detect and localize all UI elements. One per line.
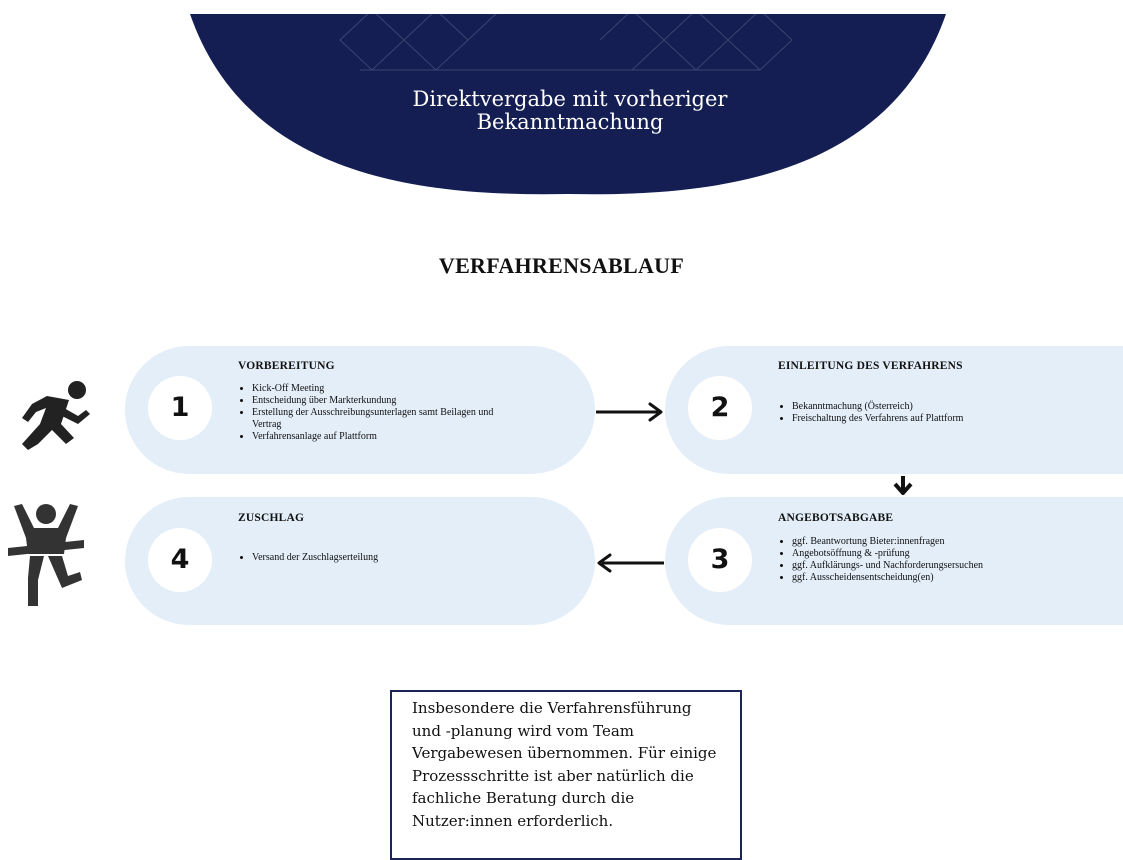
step-1-title: VORBEREITUNG — [238, 360, 335, 372]
info-line: Prozessschritte ist aber natürlich die — [412, 766, 694, 785]
list-item: ggf. Aufklärungs- und Nachforderungsersu… — [792, 560, 1112, 572]
list-item: Bekanntmachung (Österreich) — [792, 401, 1112, 413]
step-1-list: Kick-Off Meeting Entscheidung über Markt… — [238, 383, 522, 443]
list-item: Verfahrensanlage auf Plattform — [252, 431, 522, 443]
info-line: Vergabewesen übernommen. Für einige — [412, 744, 717, 763]
running-person-icon — [22, 381, 90, 450]
step-4-title: ZUSCHLAG — [238, 512, 305, 524]
list-item: ggf. Ausscheidensentscheidung(en) — [792, 572, 1112, 584]
step-3-title: ANGEBOTSABGABE — [778, 512, 894, 524]
info-line: Insbesondere die Verfahrensführung — [412, 699, 692, 717]
info-line: und -planung wird vom Team — [412, 721, 635, 740]
list-item: Entscheidung über Markterkundung — [252, 395, 522, 407]
list-item: Erstellung der Ausschreibungsunterlagen … — [252, 407, 522, 431]
list-item: Angebotsöffnung & -prüfung — [792, 548, 1112, 560]
info-line: fachliche Beratung durch die — [412, 789, 635, 808]
info-box: Insbesondere die Verfahrensführung und -… — [390, 690, 742, 860]
list-item: Freischaltung des Verfahrens auf Plattfo… — [792, 413, 1112, 425]
step-2-number: 2 — [688, 376, 752, 440]
step-3-number: 3 — [688, 528, 752, 592]
step-2-list: Bekanntmachung (Österreich) Freischaltun… — [778, 401, 1112, 425]
arrow-down-icon — [893, 476, 913, 495]
info-line: Nutzer:innen erforderlich. — [412, 811, 614, 830]
finish-line-person-icon — [8, 504, 84, 606]
header-title-line2: Bekanntmachung — [476, 110, 664, 134]
list-item: Versand der Zuschlagserteilung — [252, 552, 522, 564]
header-title: Direktvergabe mit vorheriger Bekanntmach… — [370, 88, 770, 134]
step-1-number: 1 — [148, 376, 212, 440]
arrow-left-icon — [597, 553, 664, 573]
step-3-list: ggf. Beantwortung Bieter:innenfragen Ang… — [778, 536, 1112, 584]
header-banner — [190, 14, 946, 195]
header-title-line1: Direktvergabe mit vorheriger — [412, 87, 728, 111]
step-4-number: 4 — [148, 528, 212, 592]
section-title: VERFAHRENSABLAUF — [438, 253, 685, 278]
list-item: ggf. Beantwortung Bieter:innenfragen — [792, 536, 1112, 548]
step-2-title: EINLEITUNG DES VERFAHRENS — [778, 360, 963, 372]
arrow-right-icon — [596, 402, 663, 422]
step-4-list: Versand der Zuschlagserteilung — [238, 552, 522, 564]
list-item: Kick-Off Meeting — [252, 383, 522, 395]
header-oval — [190, 14, 946, 195]
header-pattern — [339, 14, 793, 71]
